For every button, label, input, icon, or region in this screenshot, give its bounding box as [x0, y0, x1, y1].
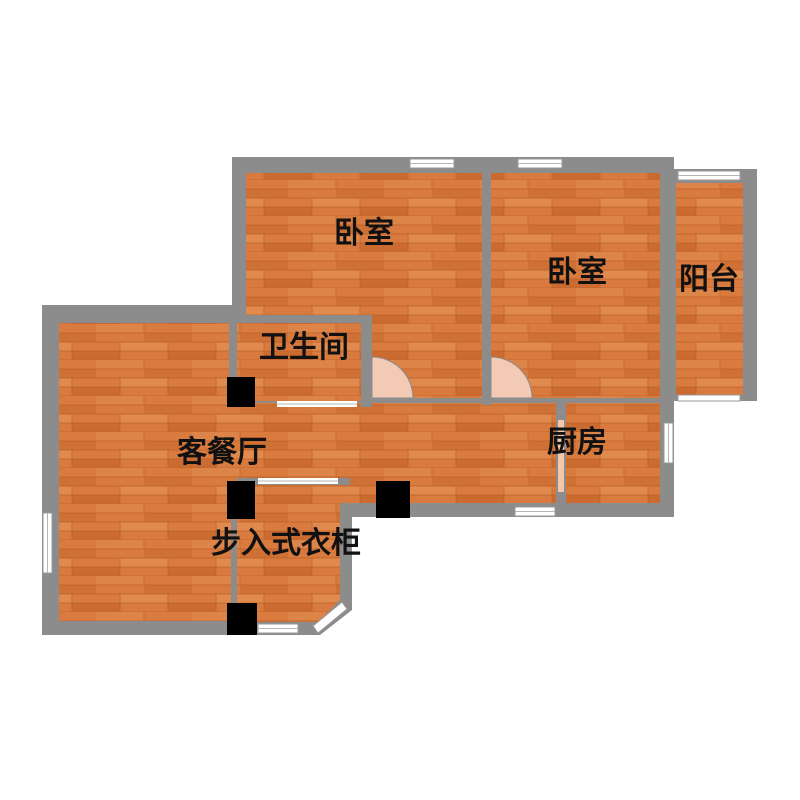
partition-bathroom-top	[232, 315, 372, 323]
label-bathroom: 卫生间	[259, 330, 349, 365]
label-bedroom-2: 卧室	[547, 255, 607, 290]
label-walk-in-closet: 步入式衣柜	[211, 526, 361, 561]
pillar-bathroom	[227, 377, 255, 407]
floor-kitchen	[566, 403, 660, 503]
pillar-closet-bottom	[227, 603, 257, 635]
floor-bathroom	[237, 323, 361, 401]
floor-living-dining	[59, 323, 231, 621]
label-kitchen: 厨房	[547, 425, 607, 460]
partition-bathroom-left	[229, 315, 237, 407]
pillar-living-mid	[227, 481, 255, 519]
pillar-corridor	[376, 481, 410, 518]
floor-bedroom-2	[491, 173, 660, 398]
door-kitchen-opening[interactable]	[558, 420, 564, 492]
floors	[59, 173, 743, 622]
door-bedroom-2-icon[interactable]	[490, 356, 533, 399]
door-bedroom-1-icon[interactable]	[371, 356, 414, 399]
label-living-dining: 客餐厅	[177, 435, 267, 470]
windows	[42, 158, 741, 634]
floor-walk-in-closet	[236, 485, 340, 622]
partition-bathroom-right	[361, 315, 372, 407]
pillars	[227, 377, 410, 635]
floor-balcony	[676, 183, 743, 395]
partition-bedrooms	[482, 165, 491, 405]
doors	[258, 356, 564, 492]
partition-living-right	[231, 485, 237, 635]
window-closet-corner	[312, 601, 348, 634]
window-balcony-bottom	[677, 394, 741, 402]
label-bedroom-1: 卧室	[334, 216, 394, 251]
label-balcony: 阳台	[679, 262, 739, 297]
room-labels: 卧室 卧室 阳台 卫生间 客餐厅 厨房 步入式衣柜	[177, 216, 739, 561]
